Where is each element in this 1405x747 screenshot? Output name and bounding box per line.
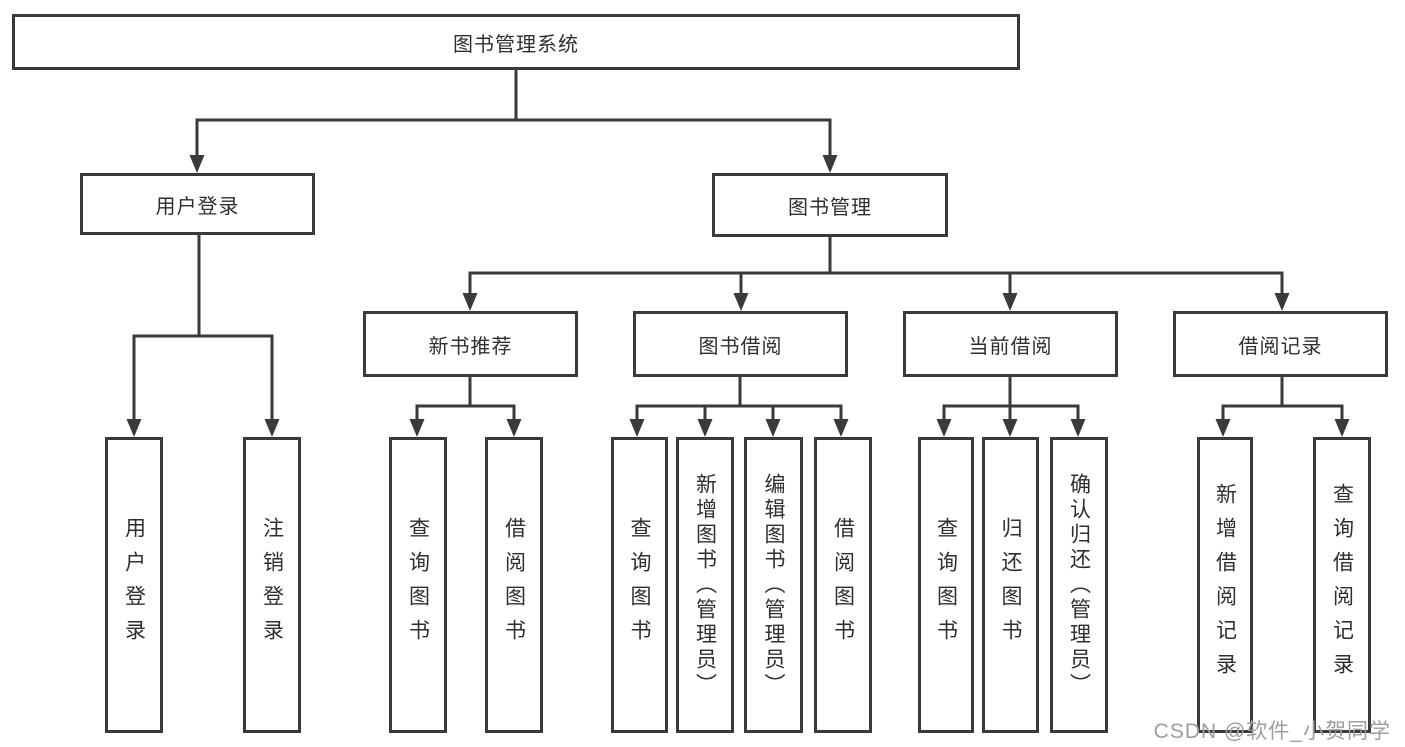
leaf-add-book-admin-label: 新增图书（管理员） <box>693 472 717 698</box>
leaf-user-login: 用户登录 <box>105 437 163 733</box>
node-new-book-recommend: 新书推荐 <box>363 311 578 377</box>
leaf-confirm-return-admin: 确认归还（管理员） <box>1050 437 1108 733</box>
leaf-query-books-borrowing: 查询图书 <box>611 437 668 733</box>
watermark-text: CSDN @软件_小贺同学 <box>1153 720 1391 743</box>
leaf-edit-book-admin: 编辑图书（管理员） <box>744 437 803 733</box>
leaf-add-borrow-record: 新增借阅记录 <box>1197 437 1253 733</box>
node-user-login-label: 用户登录 <box>155 195 240 218</box>
leaf-query-borrow-record-label: 查询借阅记录 <box>1330 483 1354 687</box>
leaf-query-books-borrowing-label: 查询图书 <box>628 517 651 653</box>
node-book-management-label: 图书管理 <box>788 196 872 219</box>
leaf-query-books-recommend: 查询图书 <box>389 437 447 733</box>
node-current-borrowing: 当前借阅 <box>903 311 1118 377</box>
leaf-borrow-books-recommend-label: 借阅图书 <box>502 517 526 653</box>
leaf-return-books: 归还图书 <box>982 437 1039 733</box>
leaf-query-books-current-label: 查询图书 <box>934 517 958 653</box>
leaf-edit-book-admin-label: 编辑图书（管理员） <box>762 472 785 698</box>
leaf-borrow-books-borrowing-label: 借阅图书 <box>831 517 855 653</box>
node-library-system-label: 图书管理系统 <box>453 33 579 56</box>
node-library-system: 图书管理系统 <box>12 14 1020 70</box>
leaf-query-books-recommend-label: 查询图书 <box>406 517 430 653</box>
leaf-query-borrow-record: 查询借阅记录 <box>1313 437 1371 733</box>
leaf-logout: 注销登录 <box>243 437 301 733</box>
node-book-borrowing-label: 图书借阅 <box>698 335 783 358</box>
leaf-confirm-return-admin-label: 确认归还（管理员） <box>1067 472 1091 698</box>
leaf-add-book-admin: 新增图书（管理员） <box>676 437 734 733</box>
node-new-book-recommend-label: 新书推荐 <box>428 335 513 358</box>
node-current-borrowing-label: 当前借阅 <box>968 335 1053 358</box>
leaf-borrow-books-recommend: 借阅图书 <box>485 437 543 733</box>
leaf-query-books-current: 查询图书 <box>918 437 974 733</box>
node-book-management: 图书管理 <box>712 173 948 237</box>
node-borrowing-records-label: 借阅记录 <box>1238 335 1323 358</box>
leaf-add-borrow-record-label: 新增借阅记录 <box>1213 483 1237 687</box>
leaf-logout-label: 注销登录 <box>260 517 284 653</box>
leaf-borrow-books-borrowing: 借阅图书 <box>814 437 872 733</box>
node-user-login: 用户登录 <box>80 173 315 235</box>
leaf-user-login-label: 用户登录 <box>122 517 146 653</box>
node-borrowing-records: 借阅记录 <box>1173 311 1388 377</box>
node-book-borrowing: 图书借阅 <box>633 311 848 377</box>
leaf-return-books-label: 归还图书 <box>999 517 1022 653</box>
